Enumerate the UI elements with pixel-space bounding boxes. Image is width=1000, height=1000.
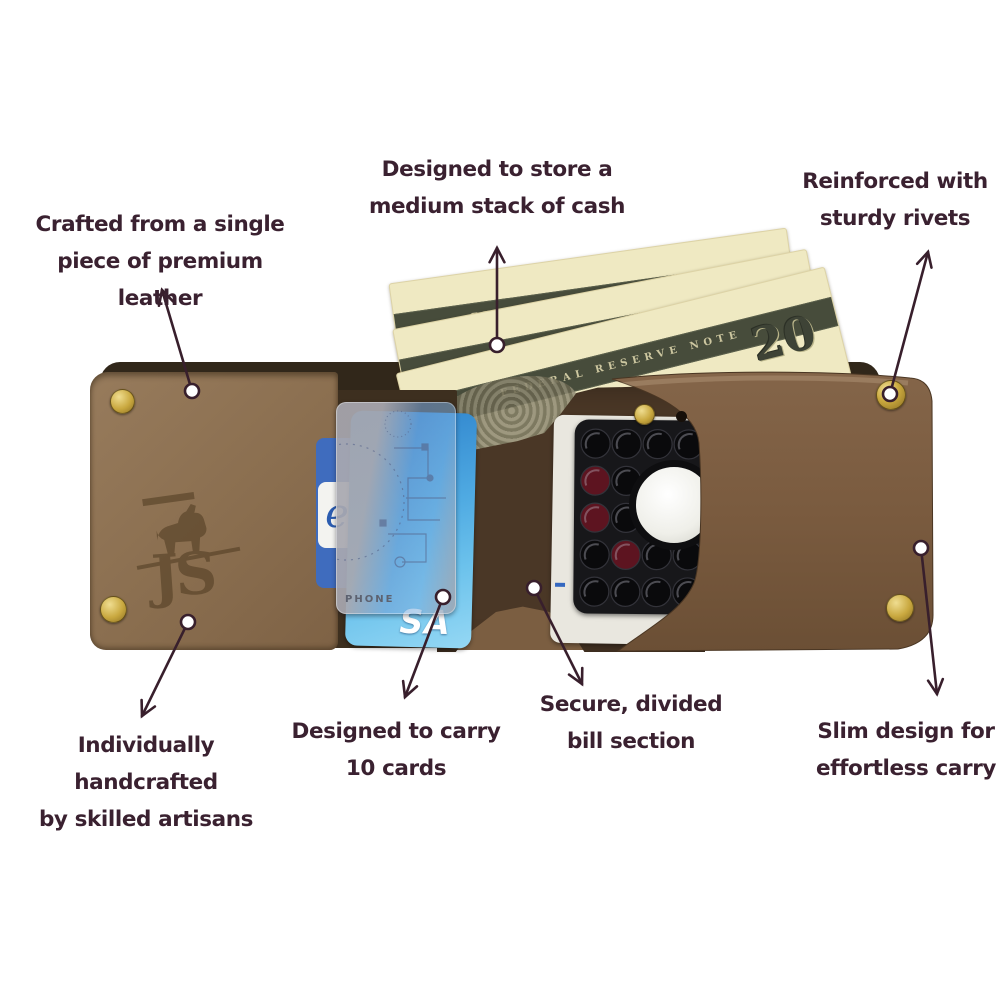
- phone-card-label: PHONE: [345, 594, 395, 605]
- callout-line: sturdy rivets: [819, 206, 971, 231]
- callout-line: bill section: [566, 729, 696, 754]
- callout-line: Individually handcrafted: [74, 733, 218, 795]
- arrowhead-icon: [401, 679, 419, 700]
- rivet-bottom-right: [886, 594, 914, 622]
- callout-line: Designed to carry: [291, 719, 501, 744]
- circuit-pattern-icon: [336, 410, 446, 568]
- callout-cash-storage: Designed to store a medium stack of cash: [357, 151, 637, 225]
- callout-line: Reinforced with: [802, 169, 988, 194]
- callout-card-capacity: Designed to carry 10 cards: [276, 713, 516, 787]
- arrowhead-icon: [567, 666, 584, 687]
- callout-line: Slim design for: [817, 719, 995, 744]
- brand-stamp: JS: [124, 482, 263, 621]
- callout-premium-leather: Crafted from a single piece of premium l…: [20, 206, 300, 317]
- monogram-text: JS: [144, 539, 216, 612]
- rivet-top-right: [876, 380, 906, 410]
- callout-line: Secure, divided: [539, 692, 723, 717]
- callout-line: Crafted from a single: [35, 212, 285, 237]
- arrowhead-icon: [926, 677, 945, 697]
- callout-bill-section: Secure, divided bill section: [521, 686, 741, 760]
- rivet-bottom-left: [100, 596, 127, 623]
- callout-line: piece of premium leather: [57, 249, 263, 311]
- callout-slim-design: Slim design for effortless carry: [786, 713, 1000, 787]
- callout-handcrafted: Individually handcrafted by skilled arti…: [6, 727, 286, 838]
- frosted-circuit-card: PHONE: [336, 402, 456, 614]
- card-stripe: [554, 582, 566, 587]
- callout-line: medium stack of cash: [368, 194, 625, 219]
- arrowhead-icon: [488, 245, 506, 264]
- right-leather-panel: [611, 371, 934, 652]
- arrowhead-icon: [915, 249, 933, 269]
- arrowhead-icon: [140, 698, 157, 719]
- callout-line: effortless carry: [815, 756, 997, 781]
- leather-knob: [676, 411, 687, 422]
- rivet-top-left: [110, 389, 135, 414]
- callout-line: 10 cards: [345, 756, 447, 781]
- left-leather-panel: [90, 372, 338, 650]
- rivet-divider-stud: [634, 404, 655, 425]
- camel-logo-icon: JS: [136, 492, 241, 612]
- callout-sturdy-rivets: Reinforced with sturdy rivets: [775, 163, 1000, 237]
- callout-line: by skilled artisans: [38, 807, 254, 832]
- callout-line: Designed to store a: [381, 157, 613, 182]
